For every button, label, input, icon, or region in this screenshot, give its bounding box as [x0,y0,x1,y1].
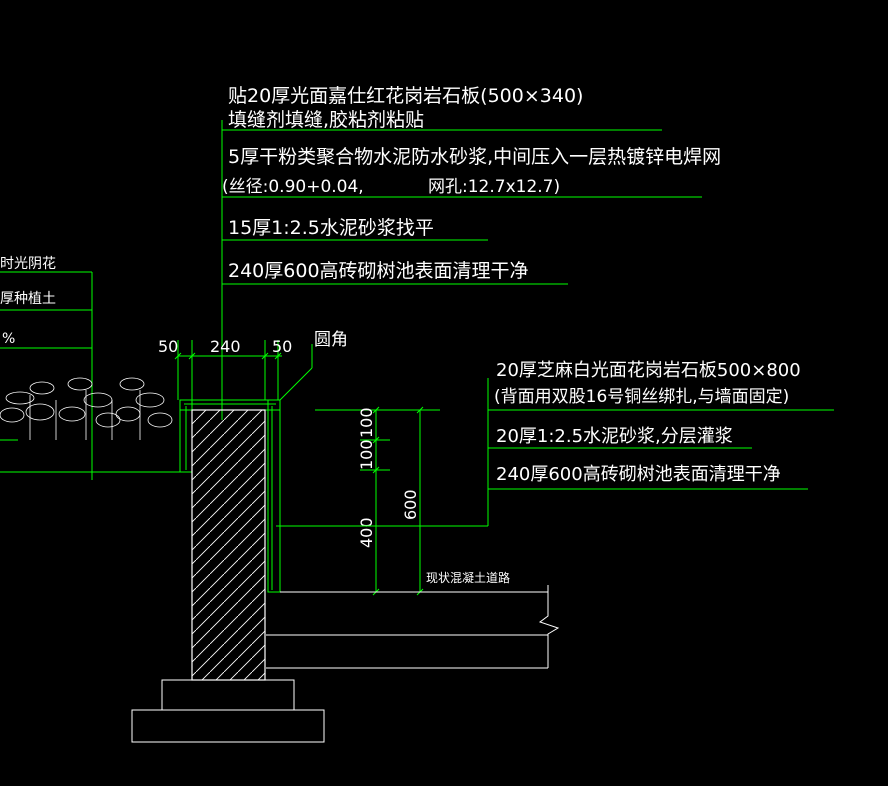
left-label-1: 时光阴花 [0,256,56,272]
road-section [266,585,560,669]
shrub-hatch-icon [0,377,173,440]
road-label: 现状混凝土道路 [426,570,510,585]
right-label-4: 240厚600高砖砌树池表面清理干净 [496,464,781,485]
right-dimension [315,406,440,596]
top-leader [221,120,702,420]
footing-lower [131,709,325,743]
top-label-4b: 网孔:12.7x12.7) [428,177,560,197]
dim-top-right: 50 [272,337,292,356]
rounded-corner-label: 圆角 [314,330,348,350]
left-leader [0,271,93,480]
dim-100b: 100 [357,439,376,470]
dim-top-left: 50 [158,337,178,356]
right-leader [276,378,834,527]
dim-400: 400 [357,517,376,548]
top-label-5: 15厚1:2.5水泥砂浆找平 [228,217,434,239]
left-label-2: 厚种植土 [0,291,56,307]
top-label-6: 240厚600高砖砌树池表面清理干净 [228,260,529,282]
dim-top-mid: 240 [210,337,241,356]
corner-leader [279,367,313,401]
right-label-3: 20厚1:2.5水泥砂浆,分层灌浆 [496,426,733,447]
right-label-1: 20厚芝麻白光面花岗岩石板500×800 [496,360,801,381]
left-label-3: % [2,331,15,347]
dim-100a: 100 [357,407,376,438]
top-label-4a: (丝径:0.90+0.04, [222,177,364,197]
top-dimension [174,340,282,400]
brick-hatch-icon [191,409,266,681]
top-label-1: 贴20厚光面嘉仕红花岗岩石板(500×340) [228,85,583,107]
footing-upper [161,679,295,711]
top-label-2: 填缝剂填缝,胶粘剂粘贴 [228,109,424,131]
right-label-2: (背面用双股16号铜丝绑扎,与墙面固定) [494,387,789,407]
top-label-3: 5厚干粉类聚合物水泥防水砂浆,中间压入一层热镀锌电焊网 [228,146,721,168]
dim-600: 600 [401,489,420,520]
